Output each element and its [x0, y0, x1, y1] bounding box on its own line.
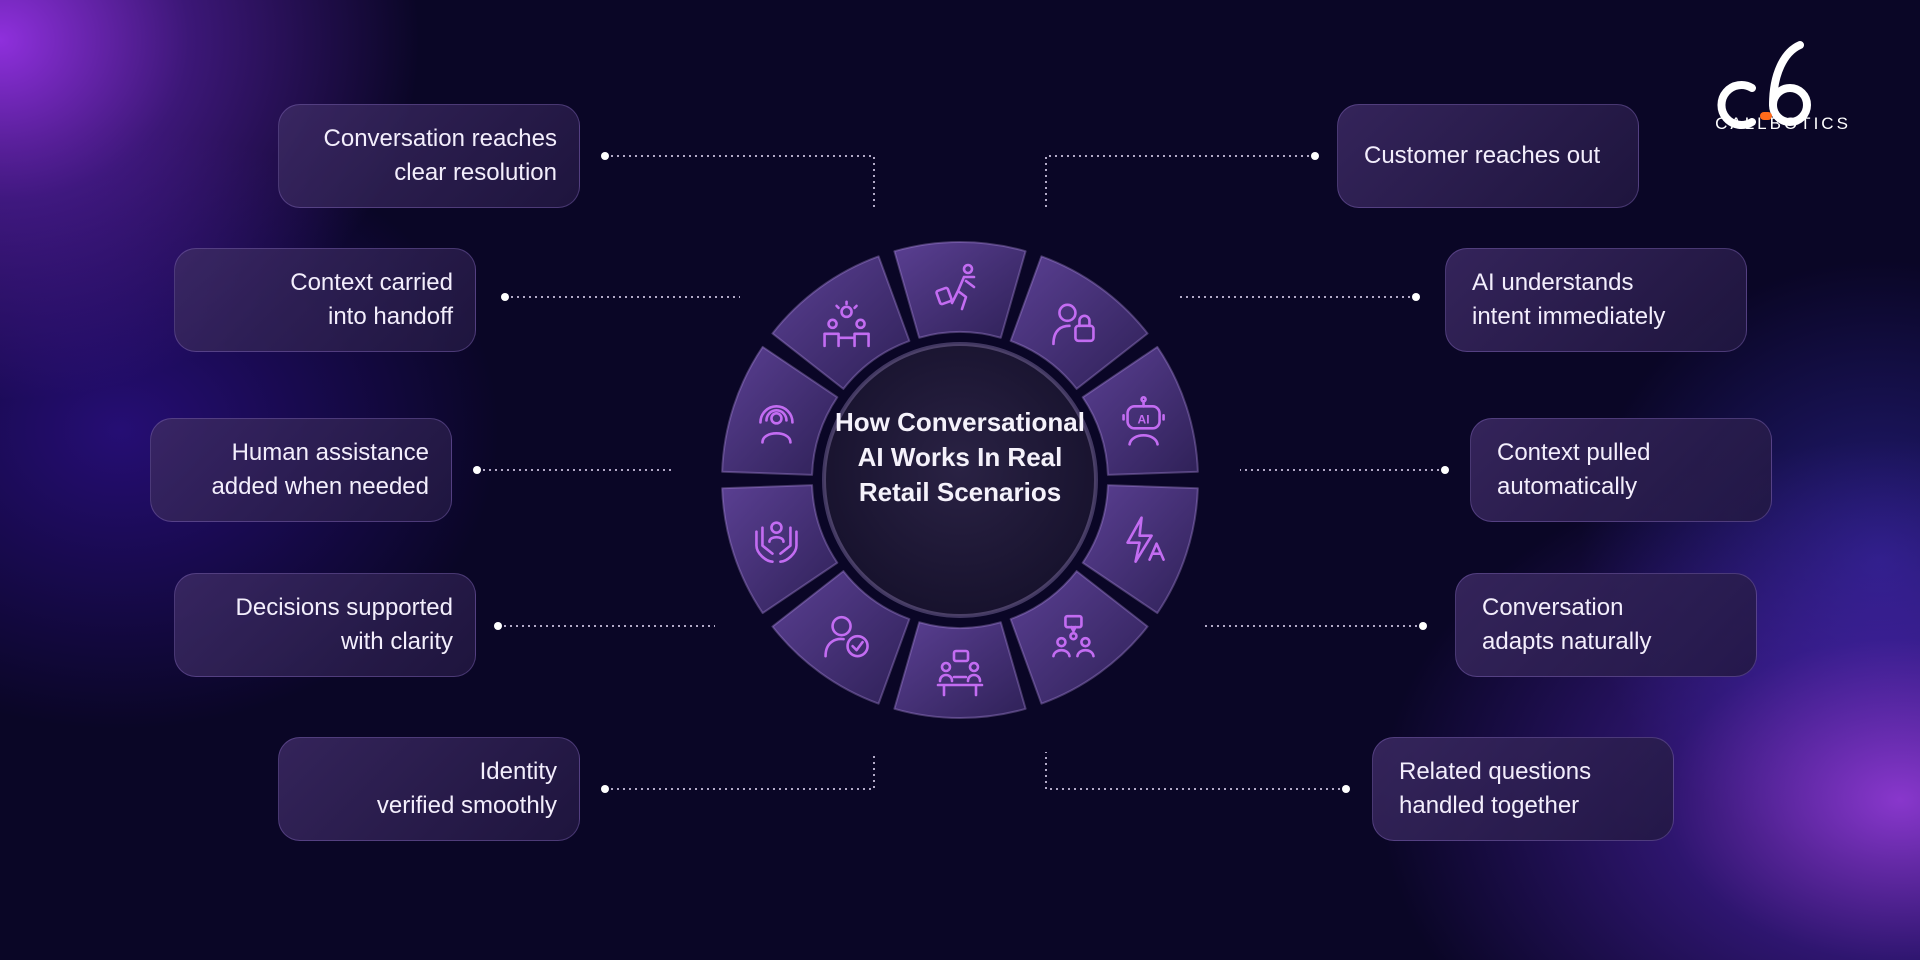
connector-line: [605, 155, 875, 210]
connector-dot: [1441, 466, 1449, 474]
step-label: Identity verified smoothly: [376, 758, 557, 819]
step-card: Conversation reaches clear resolution: [278, 104, 580, 208]
meeting-chat-icon: [936, 649, 984, 697]
step-card: Context carried into handoff: [174, 248, 476, 352]
callbotics-logo-icon: [1717, 41, 1811, 129]
connector-dot: [1412, 293, 1420, 301]
human-agent-icon: [759, 405, 794, 444]
cycle-segment: [893, 241, 1027, 339]
connector-line: [1045, 155, 1315, 210]
cycle-segment: [893, 621, 1027, 719]
connector-dot: [494, 622, 502, 630]
ai-robot-icon: AI: [1122, 396, 1165, 446]
step-card: Human assistance added when needed: [150, 418, 452, 522]
step-card: Decisions supported with clarity: [174, 573, 476, 677]
step-label: Decisions supported with clarity: [235, 594, 453, 655]
idea-team-icon: [823, 300, 870, 348]
cycle-segment: [771, 570, 911, 705]
diagram-title: How Conversational AI Works In Real Reta…: [835, 407, 1085, 507]
cycle-segment: [1081, 345, 1199, 476]
step-label: AI understands intent immediately: [1472, 269, 1666, 330]
person-lock-icon: [1052, 303, 1095, 346]
connector-dot: [601, 785, 609, 793]
step-card: Context pulled automatically: [1470, 418, 1772, 522]
cycle-segment: [1081, 484, 1199, 615]
step-card: AI understands intent immediately: [1445, 248, 1747, 352]
connector-dot: [1342, 785, 1350, 793]
connector-line: [1045, 752, 1346, 790]
connector-dot: [501, 293, 509, 301]
cycle-segment: [721, 484, 839, 615]
step-card: Customer reaches out: [1337, 104, 1639, 208]
step-card: Related questions handled together: [1372, 737, 1674, 841]
user-check-icon: [824, 615, 869, 658]
step-label: Related questions handled together: [1399, 758, 1592, 819]
traveler-luggage-icon: [935, 263, 976, 311]
cycle-segment: [771, 255, 911, 390]
connector-dot: [1311, 152, 1319, 160]
step-label: Customer reaches out: [1364, 142, 1601, 169]
segment-icons: AI: [755, 263, 1165, 697]
step-card: Identity verified smoothly: [278, 737, 580, 841]
connector-dot: [473, 466, 481, 474]
connector-dot: [1419, 622, 1427, 630]
step-label: Conversation reaches clear resolution: [323, 125, 557, 186]
svg-text:AI: AI: [1138, 412, 1150, 426]
step-label: Conversation adapts naturally: [1482, 594, 1652, 655]
lightning-auto-icon: [1126, 516, 1165, 563]
brand-name: CALLBOTICS: [1715, 114, 1851, 133]
step-label: Context pulled automatically: [1497, 439, 1651, 500]
center-circle: [822, 342, 1098, 618]
people-chat-icon: [1052, 614, 1095, 658]
connector-dot: [601, 152, 609, 160]
connector-line: [605, 752, 875, 790]
connector-lines: [473, 152, 1449, 793]
step-card: Conversation adapts naturally: [1455, 573, 1757, 677]
step-label: Context carried into handoff: [290, 269, 453, 330]
hands-support-icon: [755, 521, 798, 563]
cycle-segment: [1009, 570, 1149, 705]
step-label: Human assistance added when needed: [211, 439, 429, 500]
